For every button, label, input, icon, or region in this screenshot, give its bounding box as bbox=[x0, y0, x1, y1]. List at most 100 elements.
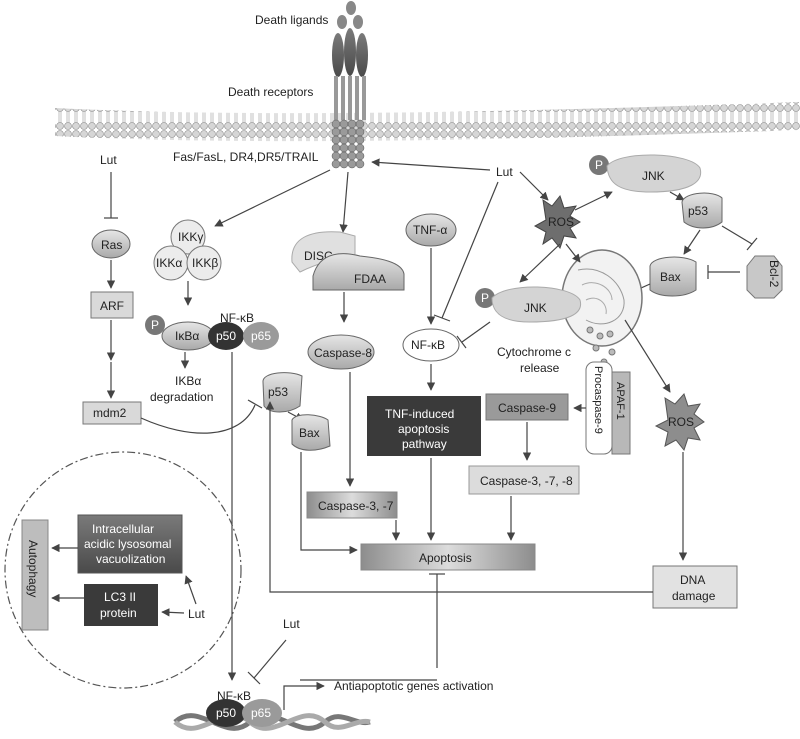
p50-bottom-label: p50 bbox=[216, 706, 236, 720]
ikk-complex bbox=[153, 219, 222, 281]
lut-nfkb-inhibition bbox=[441, 181, 499, 319]
ras-node bbox=[91, 229, 131, 259]
caspase8-node bbox=[307, 334, 375, 370]
caspase9-label: Caspase-9 bbox=[498, 401, 556, 415]
apoptosis-box bbox=[360, 543, 536, 571]
bax-center-node bbox=[291, 414, 331, 451]
vacuolization-box bbox=[77, 514, 183, 574]
p50-bottom-node bbox=[206, 699, 246, 727]
jnk-mid-label: JNK bbox=[524, 301, 547, 315]
death-receptors bbox=[331, 28, 368, 169]
ros-low-node bbox=[654, 393, 705, 452]
tnf-pathway-label-1: TNF-induced bbox=[385, 407, 454, 421]
ikk-alpha-label: IKKα bbox=[156, 256, 182, 270]
caspase37-box bbox=[306, 491, 398, 519]
vac-label-1: Intracellular bbox=[92, 522, 154, 536]
caspase9-box bbox=[485, 393, 569, 421]
p65-bottom-node bbox=[242, 699, 282, 727]
procaspase9-label: Procaspase-9 bbox=[592, 366, 604, 434]
death-receptors-label: Death receptors bbox=[228, 85, 313, 99]
mdm2-box bbox=[82, 401, 142, 425]
caspase378-label: Caspase-3, -7, -8 bbox=[480, 474, 573, 488]
lc3-label-2: protein bbox=[100, 606, 137, 620]
caspase8-label: Caspase-8 bbox=[314, 346, 372, 360]
tnf-pathway-label-2: apoptosis bbox=[398, 422, 449, 436]
disc-shape bbox=[291, 231, 356, 273]
p53-right-node bbox=[681, 192, 723, 229]
p53-right-label: p53 bbox=[688, 204, 708, 218]
mdm2-p53-inhibition bbox=[140, 404, 256, 434]
antiapoptotic-label: Antiapoptotic genes activation bbox=[334, 679, 493, 693]
tnf-pathway-box bbox=[367, 396, 481, 456]
jnk-top-p-label: P bbox=[595, 158, 603, 172]
caspase37-label: Caspase-3, -7 bbox=[318, 499, 394, 513]
fdaa-label: FDAA bbox=[354, 272, 386, 286]
vac-label-3: vacuolization bbox=[96, 552, 165, 566]
p50-node bbox=[208, 322, 244, 350]
ikba-deg-label-2: degradation bbox=[150, 390, 213, 404]
ros-top-node bbox=[533, 194, 581, 250]
receptor-types-label: Fas/FasL, DR4,DR5/TRAIL bbox=[173, 150, 319, 164]
mitochondrion bbox=[561, 249, 643, 366]
arf-box bbox=[90, 291, 134, 319]
tnf-pathway-label-3: pathway bbox=[402, 437, 447, 451]
bcl2-label: Bcl-2 bbox=[767, 260, 781, 288]
nfkb-complex-label: NF-κB bbox=[220, 311, 254, 325]
p53-center-label: p53 bbox=[268, 385, 288, 399]
tnf-alpha-node bbox=[405, 213, 457, 247]
jnk-top-label: JNK bbox=[642, 169, 665, 183]
fdaa-shape bbox=[312, 253, 405, 291]
dna-damage-box bbox=[652, 565, 738, 609]
lut-nfkb-bottom-inhibition bbox=[253, 639, 287, 679]
death-ligands bbox=[337, 1, 363, 29]
p65-bottom-label: p65 bbox=[251, 706, 271, 720]
jnk-mid-p-label: P bbox=[481, 291, 489, 305]
bcl2-node bbox=[746, 255, 783, 299]
ros-low-label: ROS bbox=[668, 415, 694, 429]
arf-label: ARF bbox=[100, 299, 124, 313]
bax-right-node bbox=[649, 256, 697, 297]
bax-right-label: Bax bbox=[660, 270, 681, 284]
p65-label: p65 bbox=[251, 329, 271, 343]
ikba-label: IκBα bbox=[175, 329, 199, 343]
apaf1-box bbox=[611, 371, 631, 455]
jnk-nfkb-inhibition bbox=[461, 321, 491, 343]
apoptosis-label: Apoptosis bbox=[419, 551, 472, 565]
phospho-jnk-mid bbox=[475, 288, 495, 308]
ikk-gamma-label: IKKγ bbox=[178, 230, 203, 244]
apaf1-label: APAF-1 bbox=[614, 382, 626, 420]
lut-autophagy-label: Lut bbox=[188, 607, 205, 621]
lc3-label-1: LC3 II bbox=[104, 590, 136, 604]
dna-damage-label-1: DNA bbox=[680, 573, 705, 587]
autophagy-box bbox=[21, 519, 49, 631]
lut-bottom-label: Lut bbox=[283, 617, 300, 631]
lut-left-label: Lut bbox=[100, 153, 117, 167]
dna-damage-label-2: damage bbox=[672, 589, 716, 603]
death-ligands-label: Death ligands bbox=[255, 13, 328, 27]
nfkb-center-label: NF-κB bbox=[411, 338, 445, 352]
ikk-beta-label: IKKβ bbox=[192, 256, 218, 270]
cyto-label-2: release bbox=[520, 361, 560, 375]
phospho-ikba bbox=[145, 315, 165, 335]
caspase378-box bbox=[468, 465, 580, 495]
phospho-p-label: P bbox=[151, 318, 159, 332]
mdm2-label: mdm2 bbox=[93, 406, 127, 420]
bax-center-label: Bax bbox=[299, 426, 320, 440]
ros-top-label: ROS bbox=[548, 215, 574, 229]
ras-label: Ras bbox=[101, 238, 122, 252]
tnf-alpha-label: TNF-α bbox=[413, 223, 447, 237]
phospho-jnk-top bbox=[589, 155, 609, 175]
lc3-box bbox=[84, 584, 158, 626]
autophagy-circle bbox=[4, 451, 242, 689]
cyto-label-1: Cytochrome c bbox=[497, 345, 571, 359]
autophagy-label: Autophagy bbox=[26, 540, 40, 597]
ikba-deg-label-1: IKBα bbox=[175, 374, 201, 388]
jnk-top-node bbox=[606, 154, 702, 193]
cell-membrane bbox=[55, 102, 800, 142]
p50-label: p50 bbox=[216, 329, 236, 343]
vac-label-2: acidic lysosomal bbox=[84, 537, 171, 551]
p65-node bbox=[243, 322, 279, 350]
nfkb-center-node bbox=[402, 328, 460, 362]
jnk-mid-node bbox=[491, 286, 582, 323]
